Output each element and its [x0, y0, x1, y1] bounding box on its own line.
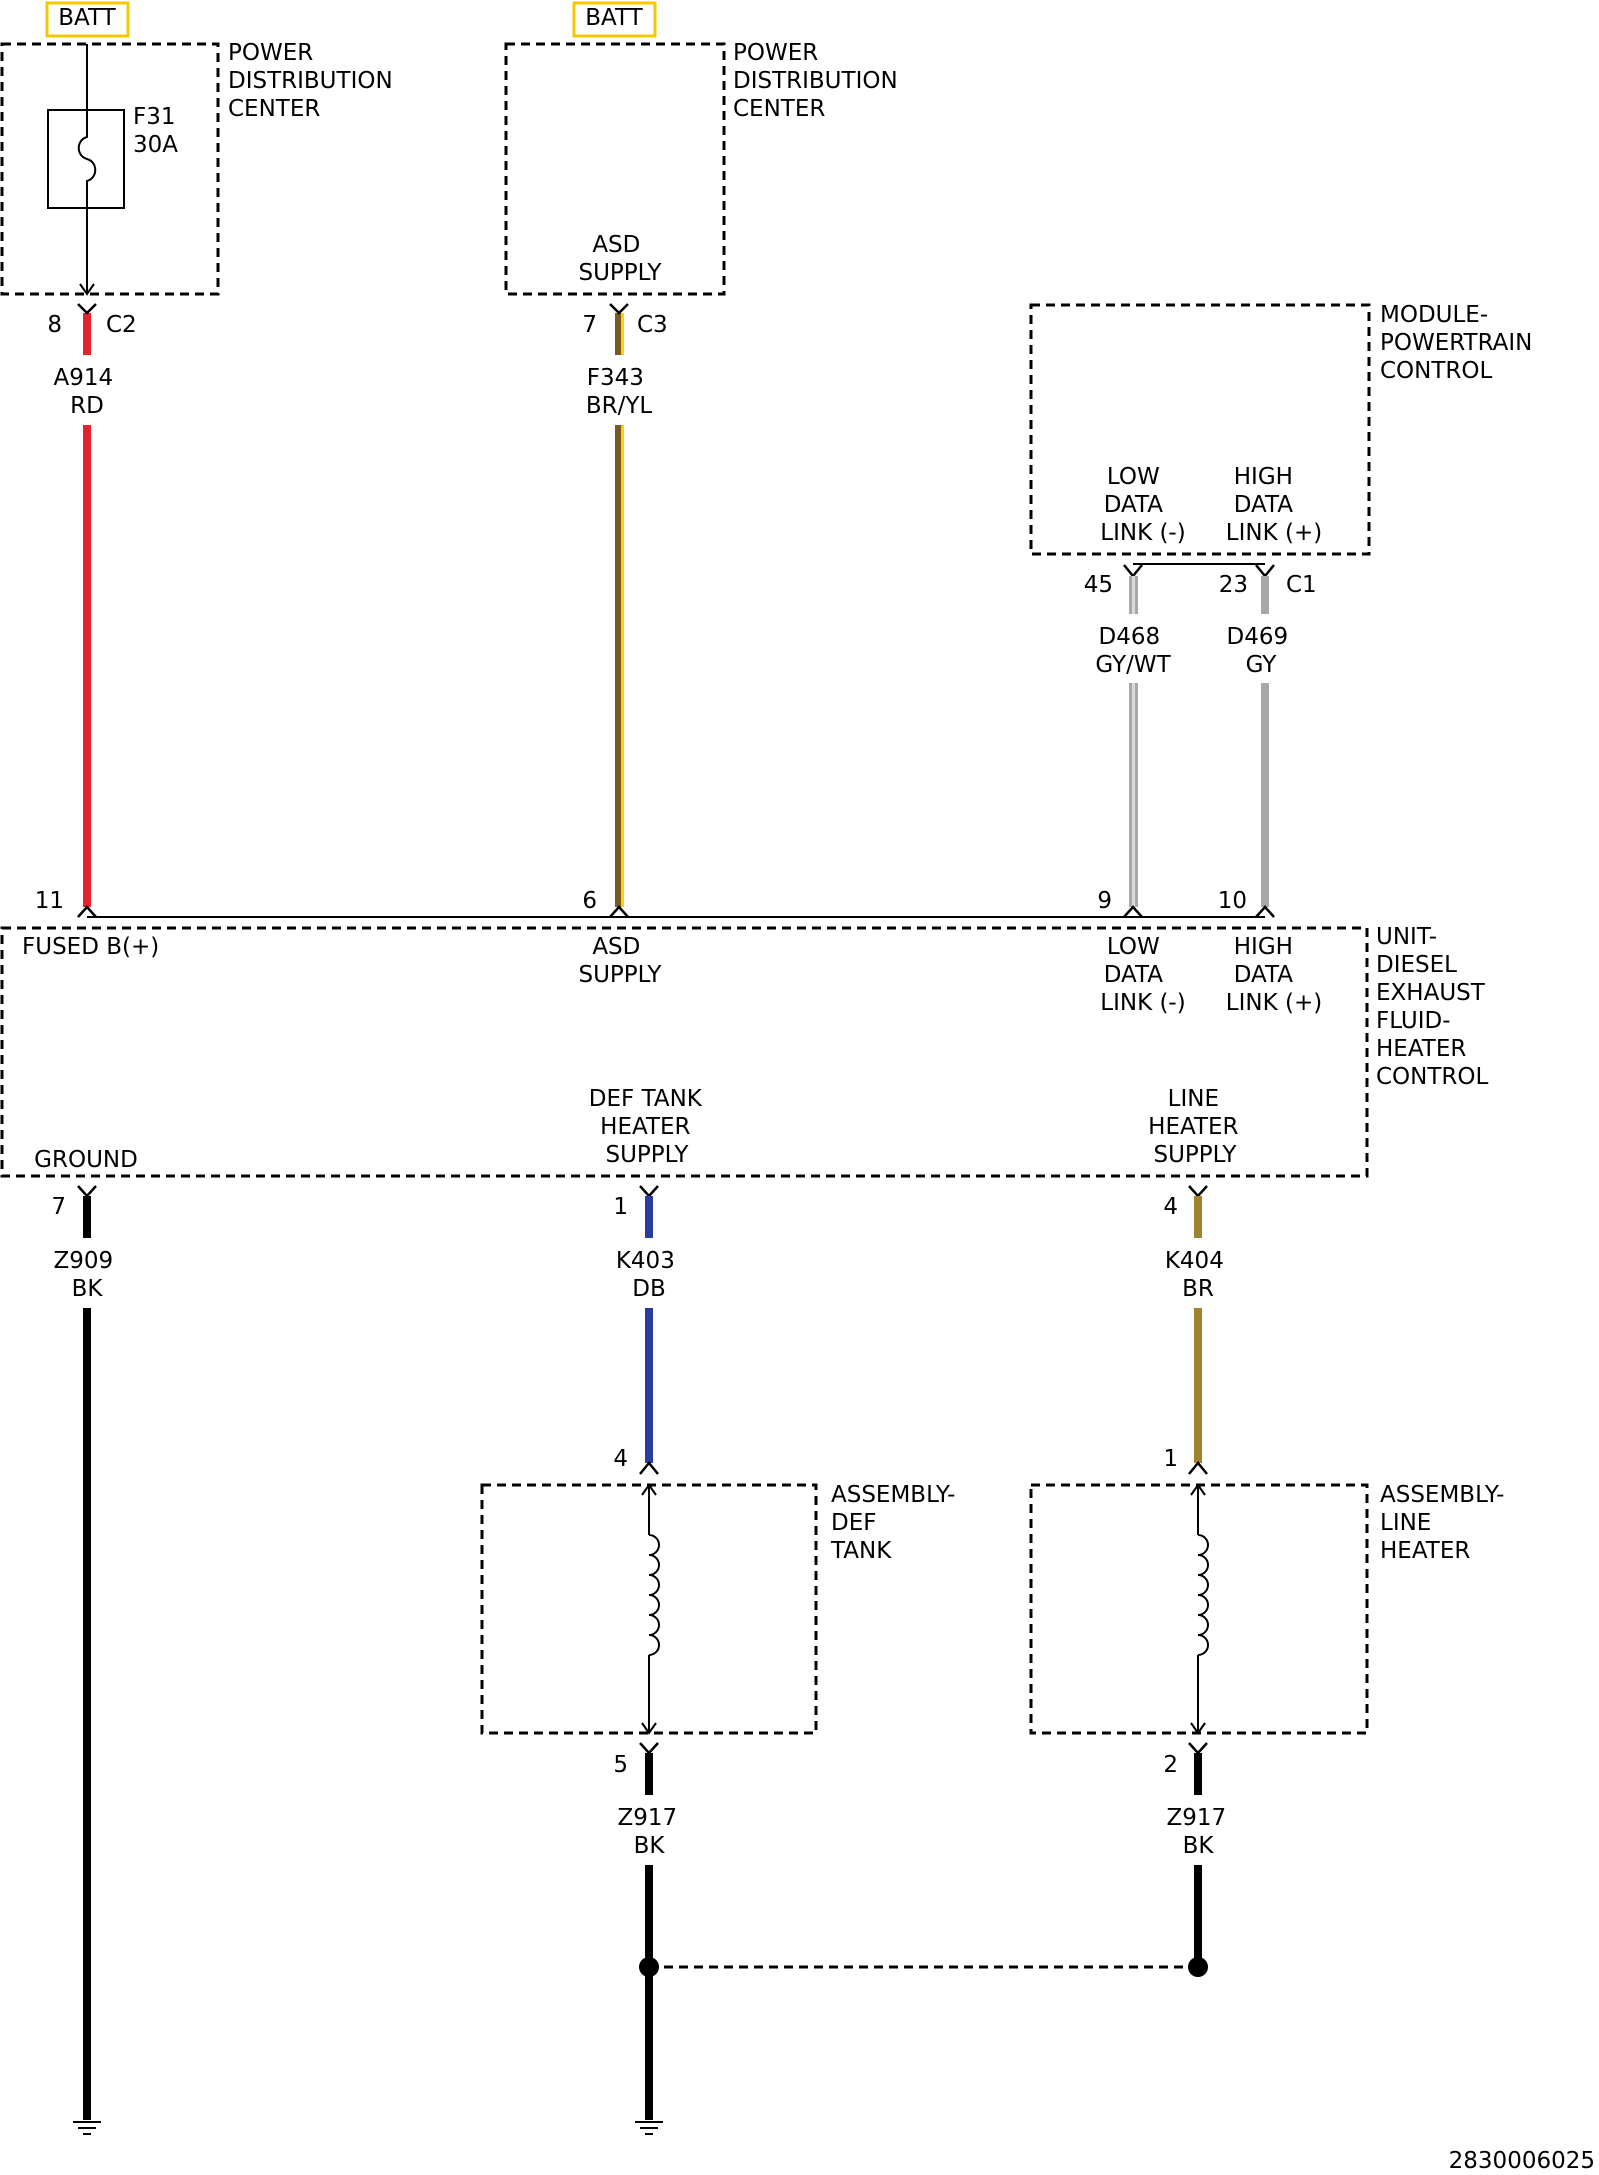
wire-f343-top-brown — [615, 313, 621, 355]
fuse-id: F31 — [133, 104, 176, 130]
pin-11: 11 — [35, 888, 64, 914]
wire-z917-line-top — [1194, 1753, 1202, 1795]
connector-c2: C2 — [106, 312, 137, 338]
def-tank-heater-coil-icon — [648, 1534, 660, 1656]
wire-k404-top — [1194, 1196, 1202, 1238]
line-heater-title: ASSEMBLY- LINE HEATER — [1380, 1482, 1512, 1564]
fuse-rating: 30A — [133, 132, 178, 158]
wire-z917-line — [1194, 1865, 1202, 1969]
pcm-low-data-link: LOW DATA LINK (-) — [1100, 464, 1185, 546]
wire-f343-yellow — [621, 425, 624, 907]
batt-label-left: BATT — [58, 5, 116, 31]
wire-k403-label: K403 DB — [616, 1248, 682, 1302]
batt-box-right — [572, 1, 657, 38]
wire-z909 — [83, 1308, 91, 2120]
pin-23: 23 — [1219, 572, 1248, 598]
connector-c3: C3 — [637, 312, 668, 338]
figure-id: 2830006025 — [1449, 2148, 1595, 2174]
pin-10: 10 — [1218, 888, 1247, 914]
pin-9: 9 — [1097, 888, 1112, 914]
wire-k403 — [645, 1308, 653, 1463]
wire-f343-top-yellow — [621, 313, 624, 355]
pdc-left-box — [0, 42, 220, 296]
wire-k404-label: K404 BR — [1165, 1248, 1231, 1302]
pin-7-c3: 7 — [582, 312, 597, 338]
def-unit-high-data-link: HIGH DATA LINK (+) — [1226, 934, 1322, 1016]
pin-6: 6 — [582, 888, 597, 914]
def-unit-ground: GROUND — [34, 1147, 138, 1173]
batt-label-right: BATT — [585, 5, 643, 31]
pin-4-line: 4 — [1163, 1194, 1178, 1220]
wire-k403-top — [645, 1196, 653, 1238]
pin-7-ground: 7 — [51, 1194, 66, 1220]
splice-dot-right — [1188, 1957, 1208, 1977]
splice-dot-left — [639, 1957, 659, 1977]
wire-k404 — [1194, 1308, 1202, 1463]
pcm-high-data-link: HIGH DATA LINK (+) — [1226, 464, 1322, 546]
pdc-right-title: POWER DISTRIBUTION CENTER — [733, 40, 905, 122]
wire-d469-top — [1261, 576, 1269, 614]
pdc-left-title: POWER DISTRIBUTION CENTER — [228, 40, 400, 122]
wire-z909-top — [83, 1196, 91, 1238]
wire-z917-tank-top — [645, 1753, 653, 1795]
line-heater-coil-icon — [1197, 1534, 1209, 1656]
pin-1-def: 1 — [613, 1194, 628, 1220]
wire-z917-tank-label: Z917 BK — [618, 1805, 685, 1859]
wire-d468-label: D468 GY/WT — [1095, 624, 1171, 678]
pin-1-line-heater: 1 — [1163, 1446, 1178, 1472]
wire-d469 — [1261, 683, 1269, 907]
ground-icon — [635, 2121, 663, 2135]
pin-5: 5 — [613, 1752, 628, 1778]
pdc-right-box — [504, 42, 726, 296]
wire-z909-label: Z909 BK — [54, 1248, 121, 1302]
fuse-icon — [77, 110, 97, 208]
wire-a914-label: A914 RD — [54, 365, 121, 419]
pin-2: 2 — [1163, 1752, 1178, 1778]
def-unit-low-data-link: LOW DATA LINK (-) — [1100, 934, 1185, 1016]
def-unit-fused-b: FUSED B(+) — [22, 934, 159, 960]
pcm-box — [1029, 303, 1371, 556]
pin-4-tank: 4 — [613, 1446, 628, 1472]
wire-z917-tank — [645, 1865, 653, 2120]
def-tank-title: ASSEMBLY- DEF TANK — [830, 1482, 963, 1564]
def-unit-box — [0, 926, 1369, 1178]
batt-box-left — [45, 1, 130, 38]
pcm-connector-c1: C1 — [1286, 572, 1317, 598]
wire-a914-top — [83, 313, 91, 355]
def-unit-asd-supply: ASD SUPPLY — [579, 934, 663, 988]
pcm-title: MODULE- POWERTRAIN CONTROL — [1380, 302, 1540, 384]
def-unit-def-tank-heater-supply: DEF TANK HEATER SUPPLY — [589, 1086, 709, 1168]
def-unit-line-heater-supply: LINE HEATER SUPPLY — [1148, 1086, 1246, 1168]
ground-icon — [73, 2121, 101, 2135]
wire-z917-line-label: Z917 BK — [1167, 1805, 1234, 1859]
wire-f343-label: F343 BR/YL — [586, 365, 653, 419]
def-unit-title: UNIT- DIESEL EXHAUST FLUID- HEATER CONTR… — [1376, 924, 1492, 1090]
wire-a914 — [83, 425, 91, 907]
pin-8: 8 — [47, 312, 62, 338]
pin-45: 45 — [1084, 572, 1113, 598]
pdc-right-asd-supply: ASD SUPPLY — [579, 232, 663, 286]
wire-f343-brown — [615, 425, 621, 907]
wire-d469-label: D469 GY — [1227, 624, 1296, 678]
